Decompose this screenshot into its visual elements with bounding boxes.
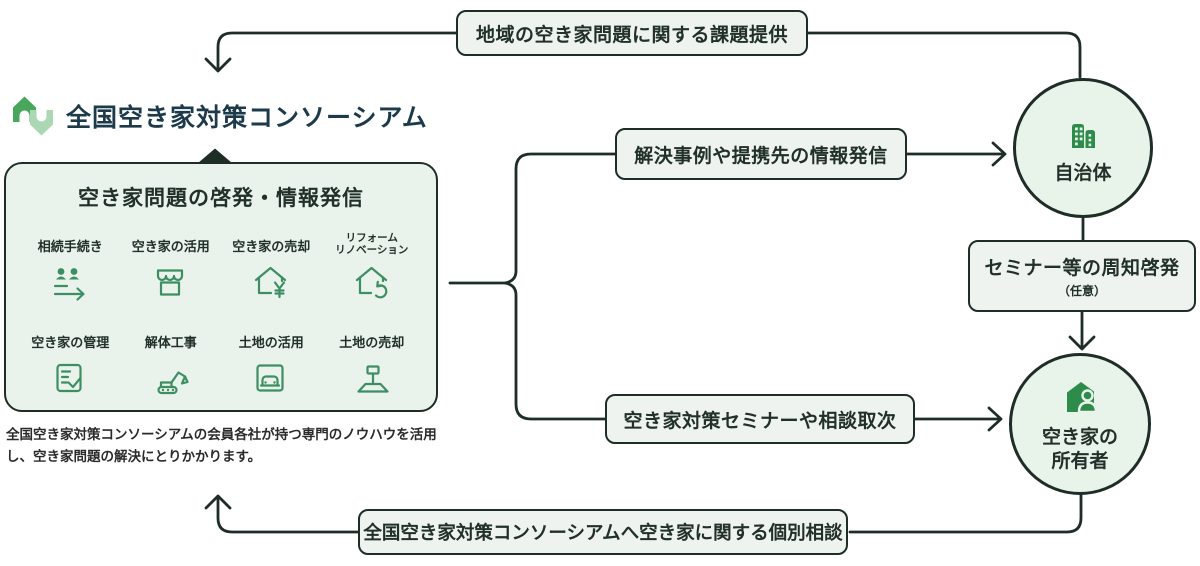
arrowhead-right-icon: [991, 141, 1007, 167]
excavator-icon: [148, 356, 194, 402]
flow-label-top-text: 地域の空き家問題に関する課題提供: [475, 23, 788, 46]
arrowhead-up-icon: [204, 494, 232, 510]
connector-top-right: [798, 31, 1082, 79]
connector-top-left: [216, 31, 472, 72]
service-item-inheritance: 相続手続き: [20, 224, 121, 306]
service-item-label: 相続手続き: [37, 240, 103, 256]
awareness-box: 空き家問題の啓発・情報発信 相続手続き 空き家の活: [4, 162, 438, 412]
service-item-land-use: 土地の活用: [221, 320, 322, 402]
node-municipality-label: 自治体: [1054, 162, 1112, 185]
connector-bottom-left: [216, 495, 370, 534]
house-person-icon: [1056, 374, 1104, 422]
service-item-renovation: リフォーム リノベーション: [322, 224, 423, 306]
flow-label-to-municipality: 解決事例や提携先の情報発信: [615, 128, 907, 180]
parking-car-icon: [248, 356, 294, 402]
flow-label-text: 解決事例や提携先の情報発信: [634, 144, 888, 167]
flow-label-text: 空き家対策セミナーや相談取次: [623, 409, 897, 432]
storefront-icon: [148, 260, 194, 306]
flow-label-to-owner: 空き家対策セミナーや相談取次: [605, 394, 915, 444]
checklist-icon: [47, 356, 93, 402]
arrowhead-right-icon: [987, 406, 1003, 432]
node-owner: 空き家の 所有者: [1009, 353, 1151, 495]
building-icon: [1059, 110, 1107, 158]
node-owner-label: 空き家の 所有者: [1041, 426, 1118, 472]
service-item-utilization: 空き家の活用: [121, 224, 222, 306]
service-item-label: 土地の売却: [339, 336, 405, 352]
service-grid: 相続手続き 空き家の活用: [6, 212, 436, 402]
people-arrow-icon: [47, 260, 93, 306]
node-municipality: 自治体: [1013, 78, 1153, 218]
service-item-label: 土地の活用: [238, 336, 304, 352]
land-sign-icon: [349, 356, 395, 402]
service-item-label: リフォーム リノベーション: [335, 231, 409, 256]
service-item-label: 空き家の活用: [131, 240, 210, 256]
box-caption: 全国空き家対策コンソーシアムの会員各社が持つ専門のノウハウを活用し、空き家問題の…: [6, 427, 437, 466]
service-item-label: 解体工事: [144, 336, 197, 352]
flow-label-top: 地域の空き家問題に関する課題提供: [456, 10, 808, 56]
flow-label-bottom: 全国空き家対策コンソーシアムへ空き家に関する個別相談: [358, 509, 848, 555]
interlocked-houses-logo-icon: [8, 91, 58, 141]
flow-label-seminar: セミナー等の周知啓発 （任意）: [968, 240, 1196, 312]
flow-label-bottom-text: 全国空き家対策コンソーシアムへ空き家に関する個別相談: [363, 523, 843, 544]
house-yen-icon: [248, 260, 294, 306]
arrowhead-down-icon: [204, 57, 232, 73]
box-pointer-notch: [198, 148, 232, 163]
service-item-demolition: 解体工事: [121, 320, 222, 402]
service-item-management: 空き家の管理: [20, 320, 121, 402]
arrowhead-down-icon: [1068, 335, 1096, 351]
service-item-sale: 空き家の売却: [221, 224, 322, 306]
service-item-land-sale: 土地の売却: [322, 320, 423, 402]
service-item-label: 空き家の管理: [31, 336, 110, 352]
flow-label-text: セミナー等の周知啓発: [984, 257, 1180, 279]
brand: 全国空き家対策コンソーシアム: [8, 91, 428, 141]
connector-bottom-right: [848, 493, 1083, 534]
house-renovation-icon: [349, 260, 395, 306]
connector-brace: [503, 152, 617, 421]
service-item-label: 空き家の売却: [232, 240, 311, 256]
brand-title: 全国空き家対策コンソーシアム: [66, 103, 428, 132]
awareness-box-heading: 空き家問題の啓発・情報発信: [78, 186, 364, 210]
flow-label-note: （任意）: [1057, 284, 1106, 298]
